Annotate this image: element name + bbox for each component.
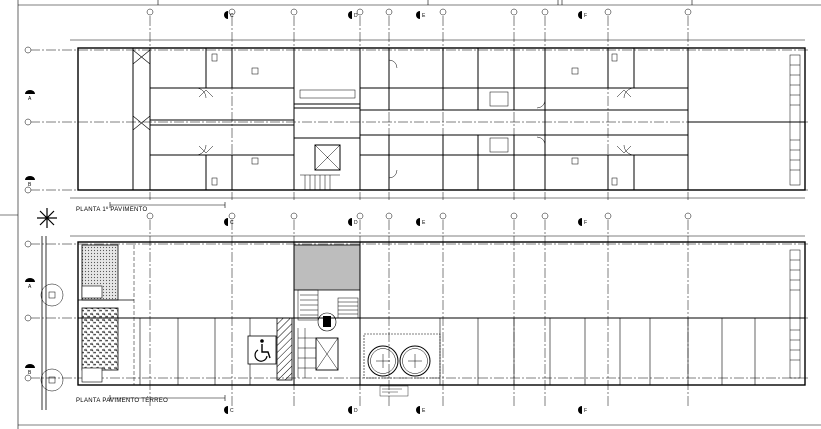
grid-bubble xyxy=(356,8,364,16)
grid-bubble xyxy=(24,186,32,194)
north-arrow-icon xyxy=(37,208,57,228)
section-mark-icon xyxy=(416,218,420,226)
grid-bubble xyxy=(541,8,549,16)
plan-title-first-floor: PLANTA 1º PAVIMENTO xyxy=(76,206,147,213)
grid-bubble xyxy=(356,212,364,220)
section-mark-icon xyxy=(416,11,420,19)
wheelchair-accessibility-icon xyxy=(247,335,277,365)
gray-area xyxy=(293,244,361,291)
section-mark-label: D xyxy=(354,220,358,226)
section-mark-label: E xyxy=(422,13,426,19)
section-mark-label: F xyxy=(584,220,587,226)
section-mark-label: D xyxy=(354,408,358,414)
section-mark-label: C xyxy=(230,408,234,414)
gravel-area xyxy=(81,307,119,371)
plan-first-floor xyxy=(70,39,806,208)
section-mark-label: E xyxy=(422,220,426,226)
grid-bubble xyxy=(24,46,32,54)
section-mark-icon xyxy=(416,406,420,414)
grid-bubble xyxy=(24,118,32,126)
grid-bubble xyxy=(439,8,447,16)
section-mark-label: F xyxy=(584,408,587,414)
grid-bubble xyxy=(290,8,298,16)
grid-bubble xyxy=(228,212,236,220)
grid-bubble xyxy=(604,8,612,16)
section-mark-icon xyxy=(25,364,35,368)
section-mark-icon xyxy=(25,176,35,180)
section-mark-label: C xyxy=(230,13,234,19)
sheet-grid-ticks xyxy=(157,0,693,5)
section-mark-label: B xyxy=(28,182,32,188)
section-mark-icon xyxy=(578,406,582,414)
grid-bubble xyxy=(439,212,447,220)
grid-bubble xyxy=(146,8,154,16)
grid-bubble xyxy=(684,212,692,220)
grid-bubble xyxy=(385,8,393,16)
grid-bubble xyxy=(228,8,236,16)
section-mark-label: D xyxy=(354,13,358,19)
grid-bubble xyxy=(510,212,518,220)
grid-bubble xyxy=(385,212,393,220)
section-mark-label: A xyxy=(28,284,32,290)
grid-bubble xyxy=(510,8,518,16)
plan-title-ground-floor: PLANTA PAVIMENTO TÉRREO xyxy=(76,397,168,404)
section-mark-icon xyxy=(224,218,228,226)
section-mark-label: E xyxy=(422,408,426,414)
section-marks: C C C D D D E E E F F F A B A B xyxy=(25,11,587,414)
section-mark-icon xyxy=(224,11,228,19)
ramp-hatch xyxy=(276,317,293,381)
grid-bubble xyxy=(24,374,32,382)
section-mark-label: B xyxy=(28,370,32,376)
plan-ground-floor xyxy=(40,235,806,410)
section-mark-icon xyxy=(578,218,582,226)
section-mark-icon xyxy=(348,218,352,226)
section-mark-icon xyxy=(25,90,35,94)
section-mark-icon xyxy=(348,11,352,19)
section-mark-icon xyxy=(578,11,582,19)
outer-wall xyxy=(77,241,806,386)
grid-bubble xyxy=(684,8,692,16)
grid-bubble xyxy=(290,212,298,220)
section-mark-icon xyxy=(348,406,352,414)
outer-wall xyxy=(77,47,806,191)
grid-bubble xyxy=(146,212,154,220)
section-mark-icon xyxy=(224,406,228,414)
section-mark-icon xyxy=(25,278,35,282)
elevator-icon xyxy=(314,144,341,171)
grid-bubble xyxy=(541,212,549,220)
section-mark-label: A xyxy=(28,96,32,102)
section-mark-label: F xyxy=(584,13,587,19)
section-mark-label: C xyxy=(230,220,234,226)
grid-bubble xyxy=(604,212,612,220)
water-tank-icon xyxy=(367,345,431,377)
grid-bubble xyxy=(24,314,32,322)
grid-bubble xyxy=(24,240,32,248)
